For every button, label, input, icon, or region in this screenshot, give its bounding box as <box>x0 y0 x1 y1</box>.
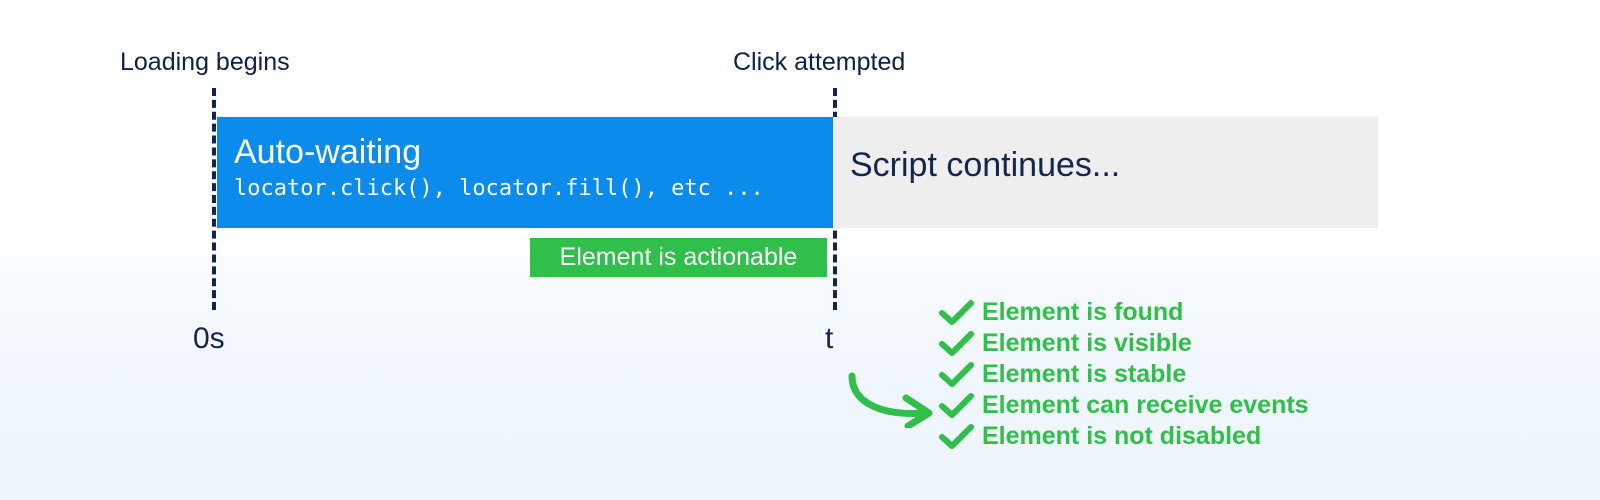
status-badge-element-actionable: Element is actionable <box>530 238 827 277</box>
curved-arrow-icon <box>848 372 933 428</box>
phase-title-auto-waiting: Auto-waiting <box>234 133 422 171</box>
checklist-item: Element can receive events <box>938 390 1309 421</box>
checklist-item: Element is stable <box>938 359 1309 390</box>
marker-label-loading-begins: Loading begins <box>120 48 290 76</box>
checklist-item: Element is found <box>938 297 1309 328</box>
checklist-item-label: Element is visible <box>982 329 1192 357</box>
timeline-marker-start <box>212 88 216 310</box>
marker-label-click-attempted: Click attempted <box>733 48 906 76</box>
check-icon <box>939 392 974 418</box>
check-icon <box>939 361 974 387</box>
check-icon <box>939 299 974 325</box>
axis-label-zero-seconds: 0s <box>193 322 225 355</box>
check-icon <box>939 423 974 449</box>
checklist-item-label: Element can receive events <box>982 391 1309 419</box>
phase-title-script-continues: Script continues... <box>850 146 1121 184</box>
phase-subtitle-auto-waiting: locator.click(), locator.fill(), etc ... <box>234 176 764 201</box>
check-icon <box>939 330 974 356</box>
checklist-item-label: Element is stable <box>982 360 1187 388</box>
checklist-item-label: Element is not disabled <box>982 422 1262 450</box>
checklist-item: Element is not disabled <box>938 421 1309 452</box>
phase-bar-auto-waiting: Auto-waiting locator.click(), locator.fi… <box>217 117 833 228</box>
phase-bar-script-continues: Script continues... <box>833 117 1378 228</box>
checklist-item: Element is visible <box>938 328 1309 359</box>
axis-label-t: t <box>825 322 834 355</box>
checklist-item-label: Element is found <box>982 298 1184 326</box>
actionability-checklist: Element is found Element is visible Elem… <box>938 297 1309 452</box>
